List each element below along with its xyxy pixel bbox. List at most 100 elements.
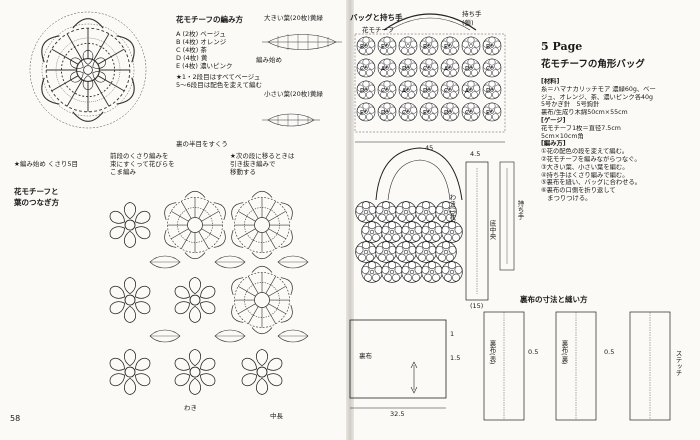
legend-line: こま編み: [110, 168, 136, 176]
grid-motif-label: C*: [402, 110, 409, 117]
color-list: A (2枚) ベージュ B (4枚) オレンジ C (4枚) 茶 D (4枚) …: [176, 30, 262, 89]
grid-motif-label: E*: [444, 44, 451, 51]
instruction-line: 5cm×10cm角: [541, 132, 584, 140]
sew-dim: 0.5: [604, 348, 615, 356]
grid-motif-label: D*: [360, 88, 368, 95]
instruction-line: ②花モチーフを編みながらつなぐ。: [541, 155, 641, 163]
bag-flower: [441, 261, 463, 283]
sew-label: 裏布(裏): [560, 340, 568, 365]
instruction-line: ⑥裏布の口側を折り返して: [541, 187, 616, 195]
legend-line: ★次の段に移るときは: [230, 152, 295, 160]
bag-flower: [401, 261, 423, 283]
grid-motif-label: C*: [381, 88, 388, 95]
legend-start: ★編み始め くさり5目: [14, 160, 79, 168]
bag-flower: [381, 261, 403, 283]
bag-flower: [361, 221, 383, 243]
sew-dim: 0.5: [528, 348, 539, 356]
grid-motif-label: A*: [402, 88, 409, 95]
motif-heading: 花モチーフの編み方: [176, 15, 244, 24]
book-gutter: [346, 0, 354, 440]
side-strip-diagram: [465, 161, 515, 301]
large-leaf-label: 大きい葉(20枚)黄緑: [264, 14, 323, 22]
grid-motif-label: C*: [444, 88, 451, 95]
lining-dim: 1.5: [450, 354, 461, 362]
instruction-line: 5号かぎ針 5号鉤針: [541, 101, 600, 109]
grid-motif: [461, 36, 481, 56]
grid-motif-label: C*: [486, 66, 493, 73]
lining-label: 裏布: [359, 352, 372, 360]
motif-top-label: 花モチーフ: [362, 26, 395, 34]
grid-motif-label: D*: [402, 66, 410, 73]
grid-motif-label: C*: [360, 66, 367, 73]
grid-motif-label: B*: [360, 44, 367, 51]
color-list-item: A (2枚) ベージュ: [176, 30, 226, 38]
side-label: わき: [184, 404, 197, 412]
color-list-item: B (4枚) オレンジ: [176, 38, 227, 46]
motif-chart: [29, 11, 147, 129]
color-note: 5～6段目は配色を変えて編む: [176, 81, 262, 89]
joining-diagram: [107, 190, 309, 395]
bottom-center-label: 底中央: [488, 220, 496, 240]
page-head: 5 Page: [541, 40, 583, 53]
bag-flower: [355, 241, 377, 263]
color-note: ★1・2段目はすべてベージュ: [176, 73, 261, 81]
bag-flower: [381, 221, 403, 243]
legend-line: 移動する: [230, 168, 256, 176]
grid-motif-label: A*: [381, 66, 388, 73]
grid-motif-label: C*: [465, 110, 472, 117]
page-number: 58: [10, 414, 21, 423]
lining-dim: 1: [450, 330, 455, 338]
grid-motif-label: C*: [423, 66, 430, 73]
grid-motif-label: D*: [444, 110, 452, 117]
instruction-line: まつりつける。: [541, 194, 592, 202]
bag-flower: [395, 201, 417, 223]
side-piece-label: わき(1枚): [448, 194, 456, 223]
instruction-line: ジュ、オレンジ、茶、濃いピンク各40g: [541, 93, 654, 101]
bag-flower: [415, 201, 437, 223]
bag-flower: [361, 261, 383, 283]
legend-mid: 前段のくさり編みを 束にすくって花びらを こま編み: [110, 152, 175, 176]
color-list-item: D (4枚) 黄: [176, 54, 208, 62]
grid-motif-label: E*: [381, 44, 388, 51]
bag-flower: [395, 241, 417, 263]
dim-label: 4.5: [470, 150, 481, 158]
bag-motif-grid: B*E*B*E*B*C*A*D*C*A*D*C*D*C*A*D*C*A*D*E*…: [356, 36, 502, 122]
small-leaf-label: 小さい葉(20枚)黄緑: [264, 90, 323, 98]
bag-flower: [401, 221, 423, 243]
legend-line: 前段のくさり編みを: [110, 152, 169, 160]
bag-illustration: [355, 147, 463, 283]
lining-dim: 32.5: [390, 410, 405, 418]
instruction-line: 花モチーフ1枚＝直径7.5cm: [541, 124, 621, 132]
handle-label: 持ち手: [462, 10, 482, 18]
bag-width-label: 45: [425, 144, 434, 152]
grid-motif-label: D*: [486, 88, 494, 95]
page-title: 花モチーフの角形バッグ: [541, 59, 645, 70]
bag-flower: [375, 201, 397, 223]
bag-flower: [441, 221, 463, 243]
joining-heading-line: 花モチーフと: [14, 187, 59, 196]
grid-motif-label: E*: [486, 110, 493, 117]
instruction-line: [編み方]: [541, 140, 566, 148]
bag-flower: [421, 221, 443, 243]
sew-label: 裏布(表): [488, 340, 496, 365]
grid-motif-label: D*: [381, 110, 389, 117]
joining-heading-line: 葉のつなぎ方: [14, 198, 59, 207]
instruction-line: ⑤裏布を縫い、バッグに合わせる。: [541, 179, 642, 187]
bag-flower: [421, 261, 443, 283]
left-page: [0, 0, 349, 440]
handle-strip-label: 持ち手: [516, 200, 524, 220]
dim-label: (15): [470, 302, 484, 310]
grid-motif-label: E*: [423, 110, 430, 117]
lining-diagram: [349, 311, 671, 421]
grid-motif-label: D*: [423, 88, 431, 95]
color-list-item: C (4枚) 茶: [176, 46, 207, 54]
grid-motif-label: B*: [423, 44, 430, 51]
bag-top-diagram: [354, 13, 506, 143]
grid-motif: [398, 36, 418, 56]
large-leaf-chart: [262, 34, 342, 50]
instructions-block: [材料]糸＝ハマナカリッチモア 濃緑60g、ベージュ、オレンジ、茶、濃いピンク各…: [541, 78, 661, 203]
instruction-line: 糸＝ハマナカリッチモア 濃緑60g、ベー: [541, 85, 656, 93]
center-label: 中長: [270, 412, 283, 420]
